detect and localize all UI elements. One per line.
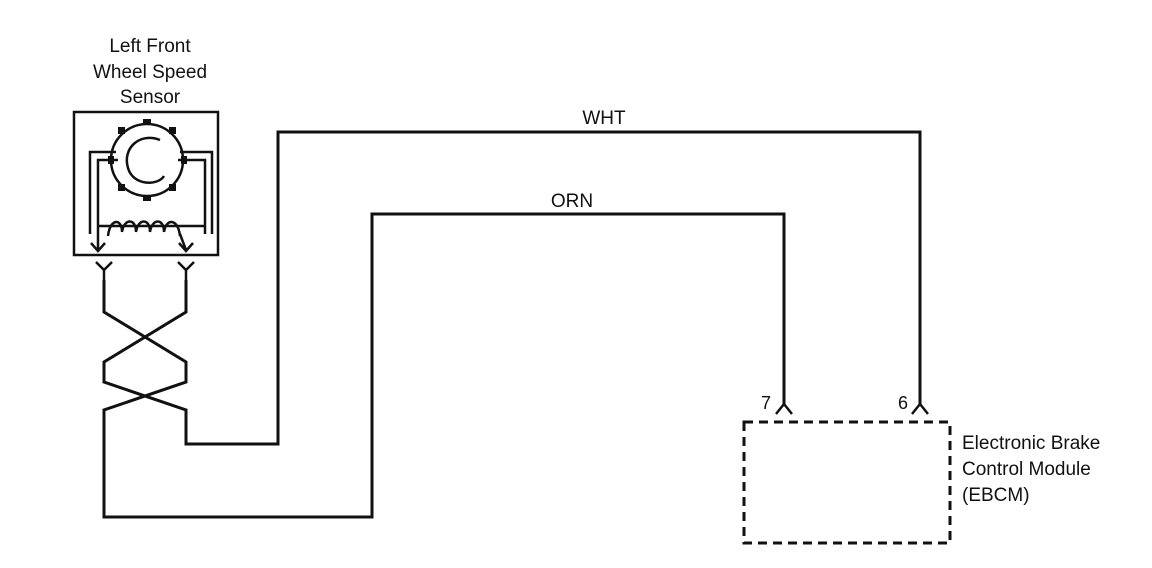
sensor-connector-icon [95, 261, 195, 280]
orn-wire-label: ORN [551, 191, 593, 212]
ebcm-pin-6: 6 [898, 393, 908, 413]
ebcm-label-line-3: (EBCM) [962, 485, 1030, 506]
wheel-speed-sensor-symbol [72, 110, 220, 257]
ebcm-label-line-1: Electronic Brake [962, 433, 1100, 454]
ebcm-pin-7: 7 [761, 393, 771, 413]
ebcm-label-line-2: Control Module [962, 459, 1091, 480]
tone-ring-icon [108, 119, 187, 201]
sensor-label-line-1: Left Front [109, 36, 191, 57]
pickup-coil-icon [98, 220, 205, 237]
ebcm-connector-icon [775, 401, 929, 415]
ebcm-module-box [742, 420, 952, 545]
wht-wire-label: WHT [582, 108, 626, 129]
sensor-label-line-3: Sensor [120, 87, 181, 108]
twisted-pair-wires [102, 130, 922, 519]
sensor-label-line-2: Wheel Speed [93, 62, 207, 83]
